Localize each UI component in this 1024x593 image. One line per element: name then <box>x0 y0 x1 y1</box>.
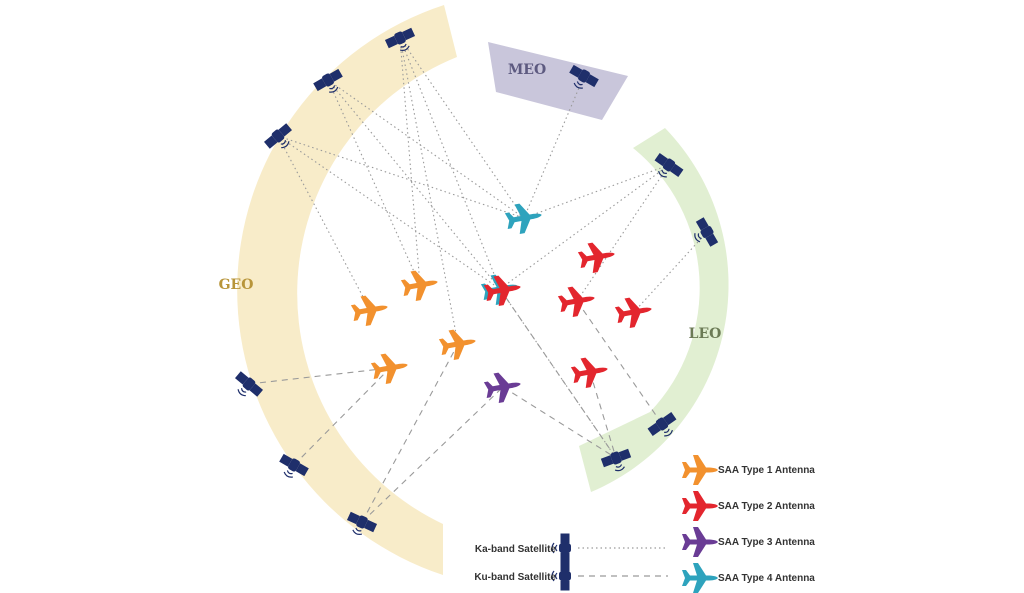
airplane-icon <box>613 294 655 330</box>
ka-band-link <box>327 79 421 286</box>
ka-band-link <box>399 37 421 286</box>
airplane-icon <box>399 267 441 303</box>
leo-label: LEO <box>689 326 722 342</box>
airplane-icon <box>556 283 598 319</box>
ka-band-link <box>327 79 501 290</box>
ku-band-link <box>576 300 663 425</box>
ka-band-link <box>633 231 708 313</box>
ka-band-link <box>277 135 525 219</box>
legend-type1-label: SAA Type 1 Antenna <box>718 465 815 476</box>
ka-band-link <box>499 164 670 290</box>
ku-band-link <box>361 343 459 523</box>
ka-band-link <box>277 135 371 311</box>
legend-type4-label: SAA Type 4 Antenna <box>718 573 815 584</box>
ka-band-link <box>399 37 525 219</box>
ku-band-link <box>248 367 391 385</box>
ku-band-link <box>502 386 617 459</box>
airplane-icon <box>349 292 391 328</box>
ka-band-link <box>523 164 670 219</box>
airplane-icon <box>503 200 545 236</box>
legend-airplane-icon <box>682 491 718 521</box>
airplane-icon <box>482 369 524 405</box>
legend-ku-band-label: Ku-band Satellite <box>474 572 556 583</box>
ku-band-link <box>293 367 391 466</box>
ka-band-link <box>523 75 585 219</box>
airplane-icon <box>569 354 611 390</box>
airplane-icon <box>482 272 524 308</box>
airplane-icon <box>437 326 479 362</box>
legend: Ka-band Satellite Ku-band Satellite SAA … <box>474 465 815 584</box>
airplane-icon <box>369 350 411 386</box>
meo-orbit-band <box>488 42 628 120</box>
communication-links <box>248 37 708 523</box>
meo-label: MEO <box>508 62 546 78</box>
ka-band-link <box>576 164 670 302</box>
legend-type3-label: SAA Type 3 Antenna <box>718 537 815 548</box>
legend-ka-band-label: Ka-band Satellite <box>475 544 557 555</box>
legend-airplane-icon <box>682 455 718 485</box>
airplane-icon <box>576 239 618 275</box>
ka-band-link <box>399 37 501 290</box>
leo-orbit-band <box>579 128 729 492</box>
ka-band-link <box>399 37 459 345</box>
legend-airplane-icon <box>682 527 718 557</box>
ku-band-link <box>499 288 617 459</box>
geo-label: GEO <box>219 277 254 293</box>
legend-airplane-icon <box>682 563 718 593</box>
legend-type2-label: SAA Type 2 Antenna <box>718 501 815 512</box>
ku-band-link <box>589 371 617 459</box>
geo-orbit-band <box>237 5 457 575</box>
